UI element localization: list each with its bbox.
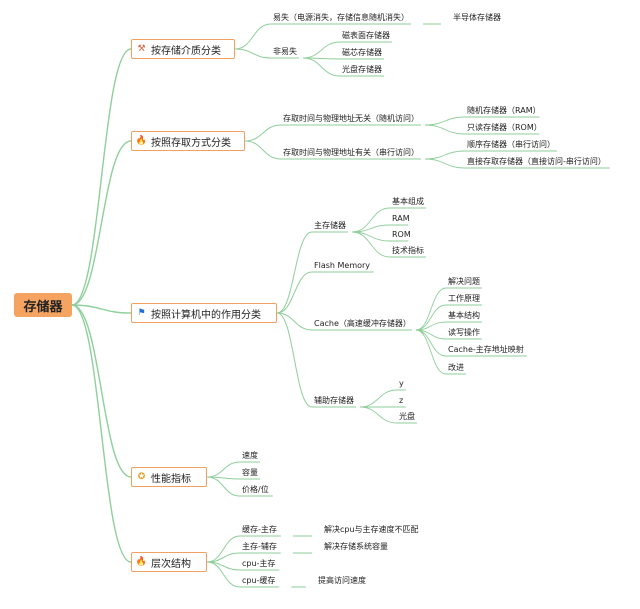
connector-line xyxy=(71,140,132,306)
connector-line xyxy=(244,140,282,160)
medal-icon: ✪ xyxy=(137,472,146,482)
branch-label: 按照存取方式分类 xyxy=(151,137,231,149)
connector-line xyxy=(415,329,447,375)
sub-node[interactable]: 辅助存储器 xyxy=(314,396,354,405)
connector-line xyxy=(351,231,391,258)
flame-icon: 🔥 xyxy=(135,136,148,146)
connector-line xyxy=(424,158,466,169)
connector-line xyxy=(424,124,466,135)
tools-icon: ⚒ xyxy=(137,44,146,54)
leaf-node[interactable]: 提高访问速度 xyxy=(318,576,366,585)
branch-3[interactable]: ⚑ 按照计算机中的作用分类 xyxy=(131,303,277,323)
connector-line xyxy=(234,23,272,50)
root-node[interactable]: 存储器 xyxy=(14,293,72,317)
sub-node[interactable]: 易失（电源消失，存储信息随机消失） xyxy=(273,13,409,22)
connector-line xyxy=(276,271,313,314)
sub-node[interactable]: 存取时间与物理地址无关（随机访问） xyxy=(283,114,419,123)
connector-line xyxy=(244,124,282,142)
leaf-node[interactable]: RAM xyxy=(392,214,410,223)
leaf-node[interactable]: 顺序存储器（串行访问） xyxy=(467,140,555,149)
connector-line xyxy=(276,312,313,331)
branch-label: 按照计算机中的作用分类 xyxy=(151,309,261,321)
leaf-node[interactable]: 磁表面存储器 xyxy=(342,31,390,40)
connector-line xyxy=(424,150,466,160)
connector-line xyxy=(359,406,398,424)
connector-line xyxy=(71,48,132,306)
leaf-node[interactable]: 解决问题 xyxy=(448,277,480,286)
connector-line xyxy=(276,312,313,408)
connector-line xyxy=(71,304,132,314)
connector-line xyxy=(71,304,132,563)
leaf-node[interactable]: 随机存储器（RAM） xyxy=(467,106,541,115)
branch-label: 性能指标 xyxy=(151,473,191,485)
flame-icon: 🔥 xyxy=(135,557,148,567)
sub-node[interactable]: 存取时间与物理地址有关（串行访问） xyxy=(283,148,419,157)
leaf-node[interactable]: 磁芯存储器 xyxy=(342,48,382,57)
leaf-node[interactable]: 读写操作 xyxy=(448,328,480,337)
connector-line xyxy=(415,304,447,331)
leaf-node[interactable]: 改进 xyxy=(448,363,464,372)
connector-line xyxy=(424,116,466,126)
sub-node[interactable]: Flash Memory xyxy=(314,261,371,270)
connector-line xyxy=(206,535,241,563)
leaf-node[interactable]: 工作原理 xyxy=(448,294,480,303)
leaf-node[interactable]: 技术指标 xyxy=(392,246,424,255)
leaf-node[interactable]: y xyxy=(399,379,404,388)
flag-icon: ⚑ xyxy=(137,308,146,318)
leaf-node[interactable]: z xyxy=(399,396,404,405)
sub-node[interactable]: 主存储器 xyxy=(314,221,346,230)
connector-line xyxy=(206,476,241,497)
sub-node[interactable]: cpu-主存 xyxy=(242,559,276,568)
sub-node[interactable]: cpu-缓存 xyxy=(242,576,276,585)
branch-label: 按存储介质分类 xyxy=(151,45,221,57)
connector-line xyxy=(206,461,241,478)
leaf-node[interactable]: 光盘 xyxy=(399,412,415,421)
leaf-node[interactable]: 直接存取存储器（直接访问-串行访问） xyxy=(467,157,606,166)
leaf-node[interactable]: 基本结构 xyxy=(448,311,480,320)
leaf-node[interactable]: 只读存储器（ROM） xyxy=(467,123,542,132)
branch-label: 层次结构 xyxy=(151,558,191,570)
sub-node[interactable]: 非易失 xyxy=(273,47,297,56)
sub-node[interactable]: 主存-辅存 xyxy=(242,542,277,551)
sub-node[interactable]: 容量 xyxy=(242,468,258,477)
branch-4[interactable]: ✪ 性能指标 xyxy=(131,467,207,487)
leaf-node[interactable]: 半导体存储器 xyxy=(453,13,501,22)
sub-node[interactable]: Cache（高速缓冲存储器） xyxy=(314,319,411,328)
sub-node[interactable]: 速度 xyxy=(242,451,258,460)
connector-line xyxy=(234,48,272,59)
leaf-node[interactable]: 解决cpu与主存速度不匹配 xyxy=(324,525,419,534)
branch-1[interactable]: ⚒ 按存储介质分类 xyxy=(131,39,235,59)
connector-line xyxy=(206,561,241,588)
sub-node[interactable]: 缓存-主存 xyxy=(242,525,277,534)
leaf-node[interactable]: Cache-主存地址映射 xyxy=(448,345,524,354)
connector-line xyxy=(71,304,132,478)
connector-line xyxy=(415,287,447,331)
leaf-node[interactable]: 解决存储系统容量 xyxy=(324,542,388,551)
branch-5[interactable]: 🔥层次结构 xyxy=(131,552,207,572)
leaf-node[interactable]: ROM xyxy=(392,230,411,239)
connector-line xyxy=(302,57,341,77)
connector-line xyxy=(351,207,391,233)
leaf-node[interactable]: 光盘存储器 xyxy=(342,65,382,74)
connector-line xyxy=(276,231,313,314)
connector-line xyxy=(302,41,341,59)
connector-line xyxy=(359,389,398,408)
leaf-node[interactable]: 基本组成 xyxy=(392,197,424,206)
branch-2[interactable]: 🔥按照存取方式分类 xyxy=(131,131,245,151)
sub-node[interactable]: 价格/位 xyxy=(242,485,269,494)
